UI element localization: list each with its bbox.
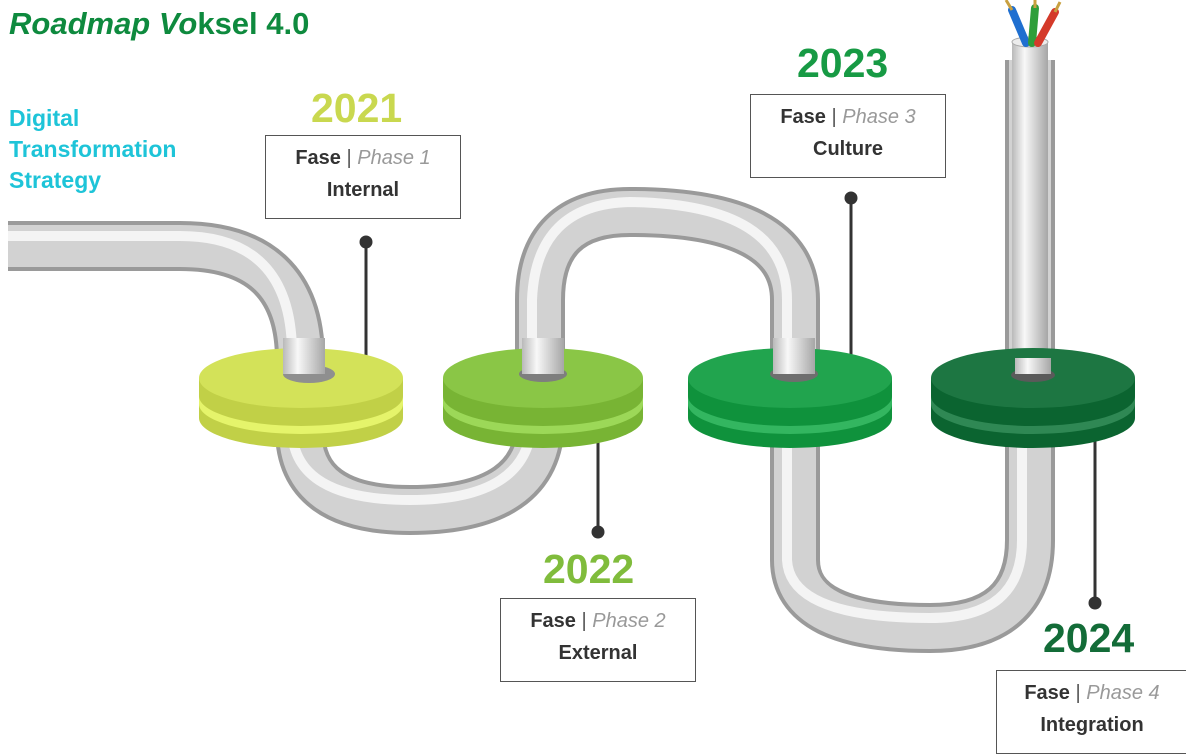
year-label-phase-4: 2024 xyxy=(1043,615,1135,661)
separator: | xyxy=(831,106,837,128)
disc-phase-4 xyxy=(931,348,1135,448)
phase-name: External xyxy=(558,642,638,664)
phase-name: Integration xyxy=(1040,714,1144,736)
fase-label: Fase xyxy=(530,610,576,632)
wire-blue xyxy=(1008,6,1030,47)
fase-label: Fase xyxy=(780,106,826,128)
phase-discs xyxy=(199,338,1135,448)
phase-name: Culture xyxy=(813,138,883,160)
strategy-label: Digital Transformation Strategy xyxy=(9,103,176,196)
year-label-phase-1: 2021 xyxy=(311,85,403,131)
phase-box-2: Fase | Phase 2 External xyxy=(500,598,696,682)
year-label-phase-2: 2022 xyxy=(543,546,635,592)
disc-phase-1 xyxy=(199,338,403,448)
strategy-line: Digital xyxy=(9,105,80,131)
phase-box-1: Fase | Phase 1 Internal xyxy=(265,135,461,219)
separator: | xyxy=(581,610,587,632)
fase-label: Fase xyxy=(1024,682,1070,704)
phase-number: Phase 3 xyxy=(842,106,916,128)
phase-number: Phase 1 xyxy=(357,147,431,169)
title-italic: Roadmap Vo xyxy=(9,6,198,41)
page-title: Roadmap Voksel 4.0 xyxy=(9,6,309,42)
separator: | xyxy=(346,147,352,169)
phase-box-3: Fase | Phase 3 Culture xyxy=(750,94,946,178)
connectors xyxy=(359,191,1102,610)
disc-phase-2 xyxy=(443,338,643,448)
wire-red xyxy=(1034,8,1059,47)
strategy-line: Strategy xyxy=(9,167,102,193)
strategy-line: Transformation xyxy=(9,136,177,162)
year-label-phase-3: 2023 xyxy=(797,40,889,86)
cable-with-wires-icon xyxy=(1004,0,1062,377)
phase-number: Phase 4 xyxy=(1086,682,1160,704)
title-regular: ksel 4.0 xyxy=(197,6,310,41)
disc-phase-3 xyxy=(688,338,892,448)
wire-green xyxy=(1028,4,1039,47)
separator: | xyxy=(1075,682,1081,704)
phase-box-4: Fase | Phase 4 Integration xyxy=(996,670,1186,754)
fase-label: Fase xyxy=(295,147,341,169)
phase-name: Internal xyxy=(326,179,400,201)
phase-number: Phase 2 xyxy=(592,610,666,632)
